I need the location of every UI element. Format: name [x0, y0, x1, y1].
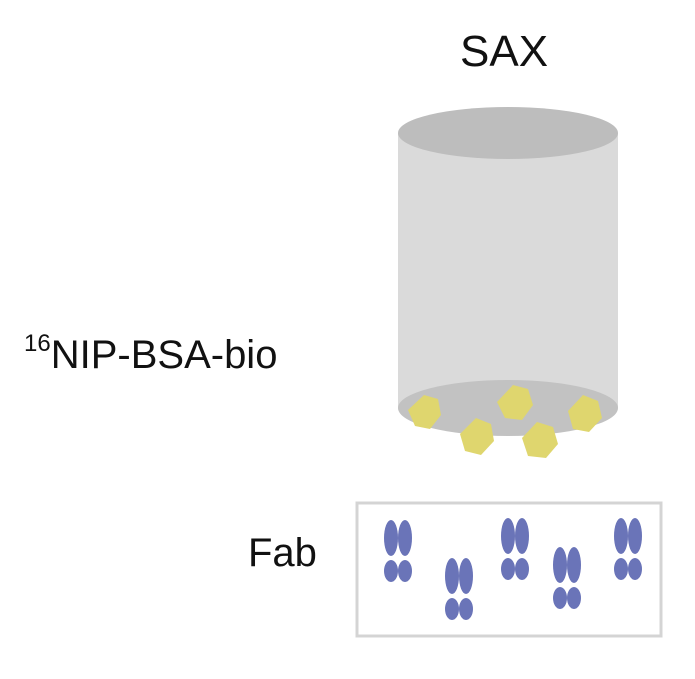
fab-group: [384, 518, 642, 620]
fab-molecule: [553, 547, 581, 609]
antigen-hexagon: [522, 422, 558, 458]
antigen-hexagon: [408, 395, 441, 429]
sax-label: SAX: [460, 27, 549, 76]
reagent-name: NIP-BSA-bio: [50, 333, 278, 377]
fab-molecule: [384, 520, 412, 582]
sax-column-top: [398, 107, 618, 159]
antigen-hexagon: [497, 385, 533, 420]
fab-molecule: [445, 558, 473, 620]
sax-column-body: [398, 133, 618, 408]
antigen-group: [408, 385, 602, 458]
fab-label: Fab: [248, 531, 317, 575]
sax-column: [398, 107, 618, 436]
reagent-label: 16NIP-BSA-bio: [24, 332, 278, 377]
fab-molecule: [614, 518, 642, 580]
fab-molecule: [501, 518, 529, 580]
antigen-hexagon: [568, 395, 602, 432]
antigen-hexagon: [460, 418, 494, 455]
reagent-superscript: 16: [24, 330, 51, 357]
